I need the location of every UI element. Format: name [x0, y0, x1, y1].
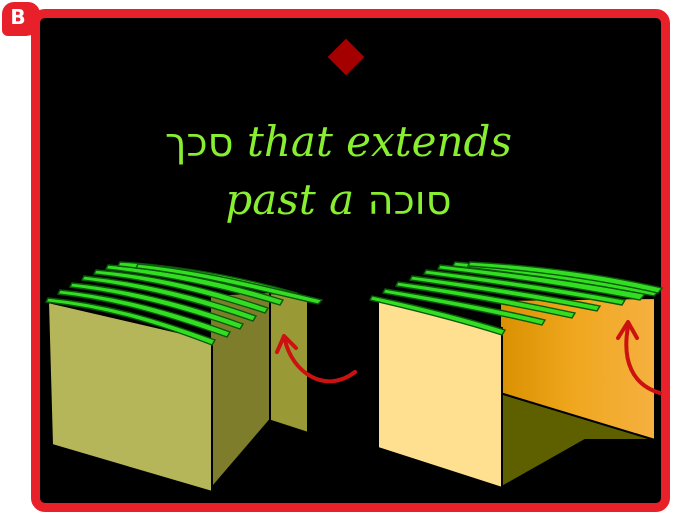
- right-schach: [368, 261, 664, 336]
- title-hebrew-sukkah: סוכה: [367, 178, 452, 224]
- left-sukkah: [44, 261, 357, 494]
- title-line-2: past a סוכה: [0, 176, 677, 225]
- left-schach: [44, 261, 324, 346]
- left-sukkah-back-panel: [267, 291, 309, 435]
- curved-arrow-icon: [283, 338, 357, 384]
- panel-badge: B: [2, 2, 40, 36]
- right-sukkah: [368, 261, 664, 490]
- title-hebrew-schach: סכך: [165, 120, 234, 166]
- curved-arrow-icon: [624, 325, 662, 395]
- title-line-1: סכך that extends: [0, 118, 677, 167]
- title-text-1: that extends: [246, 117, 512, 166]
- title-text-2: past a: [225, 175, 355, 224]
- left-sukkah-front-wall: [46, 300, 213, 494]
- panel-badge-label: B: [10, 5, 26, 29]
